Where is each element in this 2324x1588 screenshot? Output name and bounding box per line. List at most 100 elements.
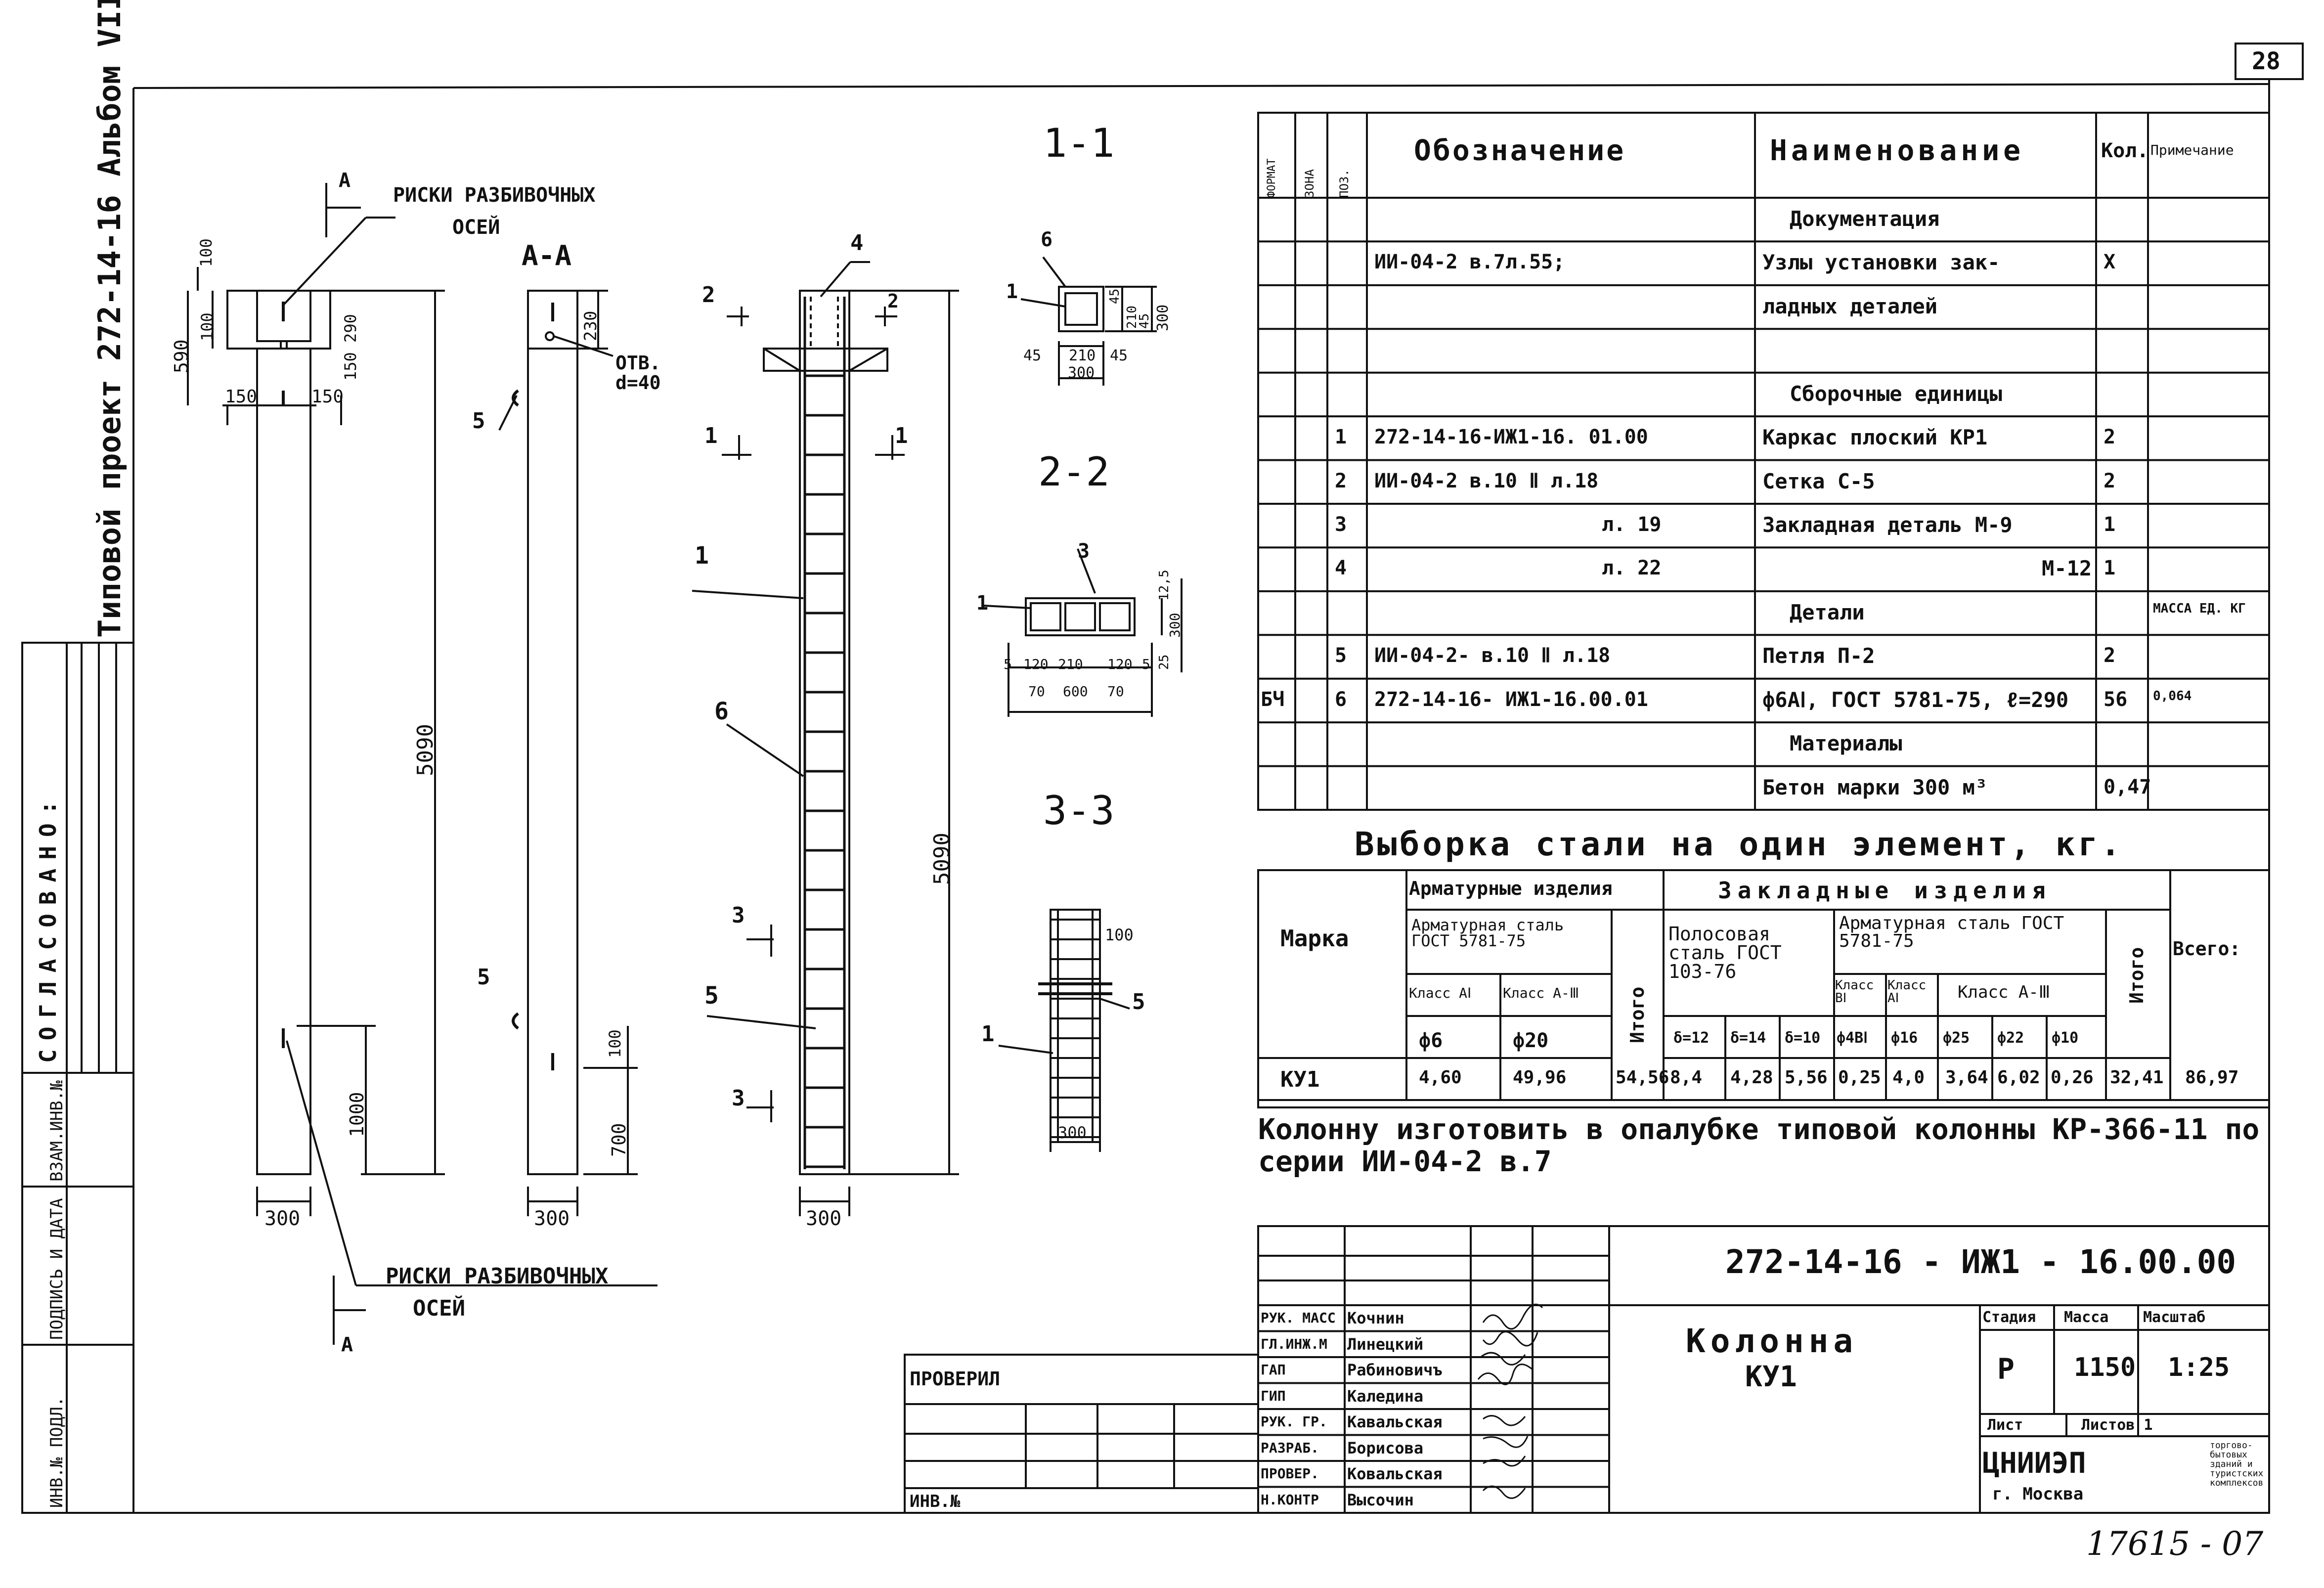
masshtab-header: Масштаб: [2143, 1309, 2206, 1326]
staff-name: Высочин: [1347, 1490, 1414, 1509]
axis-marks-label-top: РИСКИ РАЗБИВОЧНЫХ: [393, 184, 596, 207]
section-2-2-title: 2-2: [1038, 449, 1110, 495]
staff-role: Н.КОНТР: [1261, 1491, 1319, 1508]
staff-role: РУК. МАСС: [1261, 1310, 1336, 1326]
s22-d70: 70: [1028, 683, 1045, 700]
arrow-a-top: А: [339, 169, 351, 192]
staff-name: Борисова: [1347, 1438, 1424, 1457]
steel-cell: 4,0: [1892, 1067, 1925, 1088]
dim-230: 230: [581, 310, 601, 341]
steel-itogo-2: Итого: [2126, 947, 2148, 1004]
staff-role: ГИП: [1261, 1387, 1286, 1404]
spec-cell: 0,47: [2104, 775, 2151, 798]
staff-role: ПРОВЕР.: [1261, 1465, 1319, 1482]
inv-label: ИНВ.№: [910, 1492, 961, 1511]
steel-col-header: ф22: [1997, 1029, 2024, 1047]
hole-dia: d=40: [615, 372, 661, 394]
note-line-1: Колонну изготовить в опалубке типовой ко…: [1258, 1112, 2260, 1146]
s11-r45: 45: [1107, 288, 1122, 304]
callout-5-b: 5: [477, 965, 490, 990]
steel-col-header: δ=10: [1785, 1029, 1821, 1047]
dim-1000: 1000: [346, 1092, 368, 1137]
dim-300-c: 300: [806, 1207, 842, 1230]
massa-value: 1150: [2074, 1353, 2136, 1382]
massa-header: Масса: [2064, 1309, 2109, 1326]
s11-callout-6: 6: [1041, 228, 1053, 251]
spec-cell: М-12: [2042, 556, 2092, 581]
steel-col-header: ф6: [1419, 1029, 1443, 1052]
dim-700: 700: [608, 1123, 630, 1157]
drawing-name-1: Колонна: [1686, 1322, 1858, 1360]
masshtab-value: 1:25: [2168, 1353, 2230, 1382]
spec-cell: 3: [1335, 513, 1347, 536]
dim-5090-b: 5090: [929, 833, 955, 885]
s22-d600: 600: [1063, 683, 1088, 700]
check-label: ПРОВЕРИЛ: [910, 1368, 1001, 1390]
staff-role: ГЛ.ИНЖ.М: [1261, 1335, 1327, 1352]
steel-table-title: Выборка стали на один элемент, кг.: [1355, 825, 2124, 863]
steel-cell: 3,64: [1945, 1067, 1988, 1088]
arrow-a-bottom: А: [341, 1333, 353, 1356]
spec-cell: 6: [1335, 688, 1347, 711]
steel-cell: 49,96: [1513, 1067, 1567, 1088]
steel-marka: Марка: [1280, 925, 1349, 952]
signatures: [1477, 1303, 1543, 1499]
note-line-2: серии ИИ-04-2 в.7: [1258, 1145, 1552, 1178]
steel-cell: 0,25: [1838, 1067, 1881, 1088]
s22-r25: 25: [1157, 654, 1172, 670]
spec-cell: Сборочные единицы: [1790, 381, 2002, 406]
s22-d120b: 120: [1107, 656, 1133, 672]
spec-cell: Узлы установки зак-: [1762, 250, 2000, 275]
spec-cell: Х: [2104, 251, 2116, 274]
spec-h-poz: ПОЗ.: [1337, 169, 1351, 198]
spec-cell: 4: [1335, 557, 1347, 580]
staff-name: Ковальская: [1347, 1464, 1443, 1483]
spec-cell: Петля П-2: [1762, 644, 1875, 668]
steel-col-header: δ=12: [1673, 1029, 1710, 1047]
s33-d300: 300: [1058, 1123, 1087, 1142]
steel-klass-a3b: Класс А-Ⅲ: [1958, 982, 2051, 1002]
spec-h-qty: Кол.: [2101, 139, 2149, 162]
section-1-1-title: 1-1: [1043, 120, 1115, 166]
s11-d300: 300: [1068, 364, 1095, 382]
spec-cell: Каркас плоский КР1: [1762, 425, 1988, 450]
spec-cell: ладных деталей: [1762, 294, 1938, 318]
s11-callout-1: 1: [1006, 280, 1018, 303]
section-aa-title: А-А: [522, 240, 572, 272]
spec-h-designation: Обозначение: [1414, 133, 1626, 167]
dim-150-right: 150: [311, 387, 344, 407]
drawing-name-2: КУ1: [1745, 1360, 1797, 1393]
steel-cell: КУ1: [1280, 1067, 1320, 1092]
staff-name: Каледина: [1347, 1386, 1424, 1406]
steel-itogo-1: Итого: [1626, 986, 1648, 1043]
dim-590: 590: [171, 339, 192, 373]
steel-col-header: ф10: [2052, 1029, 2079, 1047]
steel-cell: 6,02: [1997, 1067, 2040, 1088]
s22-d120: 120: [1023, 656, 1049, 672]
s22-callout-1: 1: [976, 592, 989, 615]
dim-5090-a: 5090: [413, 724, 438, 776]
s11-r300: 300: [1154, 304, 1172, 331]
steel-vsego: Всего:: [2173, 938, 2241, 960]
steel-cell: 4,60: [1419, 1067, 1462, 1088]
document-code: 272-14-16 - ИЖ1 - 16.00.00: [1725, 1243, 2236, 1281]
sec-mark-3-bottom: 3: [732, 1086, 745, 1111]
staff-name: Кавальская: [1347, 1412, 1443, 1431]
section-3-3-title: 3-3: [1043, 788, 1115, 834]
spec-cell: Детали: [1790, 600, 1865, 624]
callout-6: 6: [714, 698, 729, 725]
steel-cell: 0,26: [2051, 1067, 2094, 1088]
agreed-label: СОГЛАСОВАНО:: [35, 792, 61, 1063]
spec-cell: БЧ: [1261, 688, 1285, 711]
stadia-value: Р: [1997, 1352, 2015, 1386]
callout-5-a: 5: [472, 408, 485, 434]
sec-mark-3-top: 3: [732, 903, 745, 928]
org-subtitle: торгово-бытовых зданий и туристских комп…: [2210, 1440, 2264, 1488]
axis-marks-label-top-2: ОСЕЙ: [452, 216, 500, 239]
staff-name: Рабиновичъ: [1347, 1361, 1443, 1379]
s11-d45b: 45: [1110, 347, 1128, 364]
sec-mark-2-left: 2: [702, 282, 715, 308]
steel-cell: 8,4: [1670, 1067, 1703, 1088]
steel-klass-v1: Класс ВⅠ: [1835, 978, 1874, 1006]
steel-cell: 4,28: [1730, 1067, 1773, 1088]
